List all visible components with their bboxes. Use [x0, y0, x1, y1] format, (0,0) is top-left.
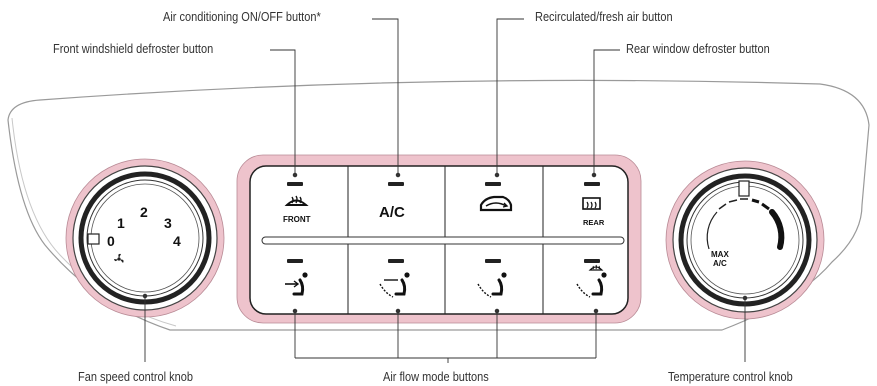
ac-button[interactable]: A/C [379, 182, 405, 221]
vent-bilevel-icon [379, 272, 410, 298]
defrost-rear-icon [582, 197, 601, 210]
vent-floor-icon [477, 272, 507, 298]
fan-icon [114, 253, 124, 263]
label-temperature-knob: Temperature control knob [668, 370, 793, 384]
front-defroster-indicator [287, 182, 303, 186]
dashboard-outline [7, 79, 870, 331]
label-fan-speed-knob: Fan speed control knob [78, 370, 193, 384]
fan-position-4: 4 [173, 233, 181, 249]
label-front-defroster-button: Front windshield defroster button [53, 42, 214, 56]
fan-position-2: 2 [140, 204, 148, 220]
panel-center-bar [261, 236, 625, 245]
label-rear-defroster-button: Rear window defroster button [626, 42, 770, 56]
front-defroster-button[interactable]: FRONT [283, 182, 311, 224]
temperature-scale-warm [751, 198, 770, 211]
fan-position-0: 0 [107, 233, 115, 249]
fan-position-1: 1 [117, 215, 125, 231]
rear-label: REAR [583, 218, 605, 227]
fan-position-3: 3 [164, 215, 172, 231]
rear-defroster-button[interactable]: REAR [582, 182, 605, 227]
recirculate-air-icon [479, 195, 513, 212]
air-flow-floor-defrost-indicator [584, 259, 600, 263]
air-flow-face-button[interactable] [285, 259, 308, 296]
fan-speed-knob[interactable]: 0 1 2 3 4 [65, 158, 225, 318]
vent-face-icon [285, 272, 308, 296]
vent-floor-defrost-icon [576, 264, 607, 298]
air-flow-bilevel-indicator [388, 259, 404, 263]
rear-defroster-indicator [584, 182, 600, 186]
label-recirculated-air-button: Recirculated/fresh air button [535, 10, 673, 24]
temperature-scale-hot [769, 209, 785, 250]
ac-indicator [388, 182, 404, 186]
max-ac-label-line2: A/C [713, 259, 727, 268]
label-air-flow-mode-buttons: Air flow mode buttons [383, 370, 489, 384]
label-air-conditioning-button: Air conditioning ON/OFF button* [163, 10, 321, 24]
fan-indicator-marker [87, 233, 100, 245]
temperature-knob[interactable]: MAX A/C [665, 160, 825, 320]
leader-lines [142, 18, 748, 363]
air-flow-floor-defrost-button[interactable] [576, 259, 607, 298]
max-ac-label-line1: MAX [711, 250, 729, 259]
temperature-scale-cold [706, 211, 718, 250]
recirculated-air-indicator [485, 182, 501, 186]
temperature-indicator-marker [738, 180, 750, 197]
front-label: FRONT [283, 215, 311, 224]
air-flow-bilevel-button[interactable] [379, 259, 410, 298]
ac-label: A/C [379, 204, 405, 221]
defrost-front-icon [284, 195, 309, 206]
air-flow-floor-button[interactable] [477, 259, 507, 298]
temperature-scale-mid [718, 198, 748, 210]
air-flow-face-indicator [287, 259, 303, 263]
recirculated-air-button[interactable] [479, 182, 513, 212]
air-flow-floor-indicator [485, 259, 501, 263]
